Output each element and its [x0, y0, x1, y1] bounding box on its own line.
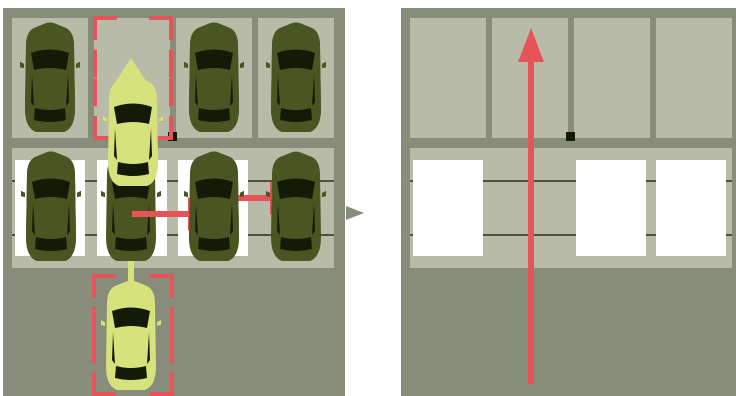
top-slot	[574, 18, 650, 138]
diagram-layer	[3, 8, 736, 396]
parked-car	[184, 151, 244, 261]
next-arrow	[346, 206, 364, 220]
active-car-marker	[92, 274, 174, 396]
parked-car	[20, 22, 80, 132]
panel-after	[401, 8, 736, 396]
parked-car	[266, 22, 326, 132]
stripe	[656, 160, 726, 256]
drive-up-arrow-head	[518, 28, 544, 62]
active-car	[101, 280, 161, 390]
top-slot	[656, 18, 732, 138]
parked-car	[21, 151, 81, 261]
parked-car	[266, 151, 326, 261]
marker-dot	[566, 132, 575, 141]
active-car	[103, 76, 163, 186]
top-slot	[410, 18, 486, 138]
parked-car	[184, 22, 244, 132]
stripe	[576, 160, 646, 256]
stripe	[413, 160, 483, 256]
